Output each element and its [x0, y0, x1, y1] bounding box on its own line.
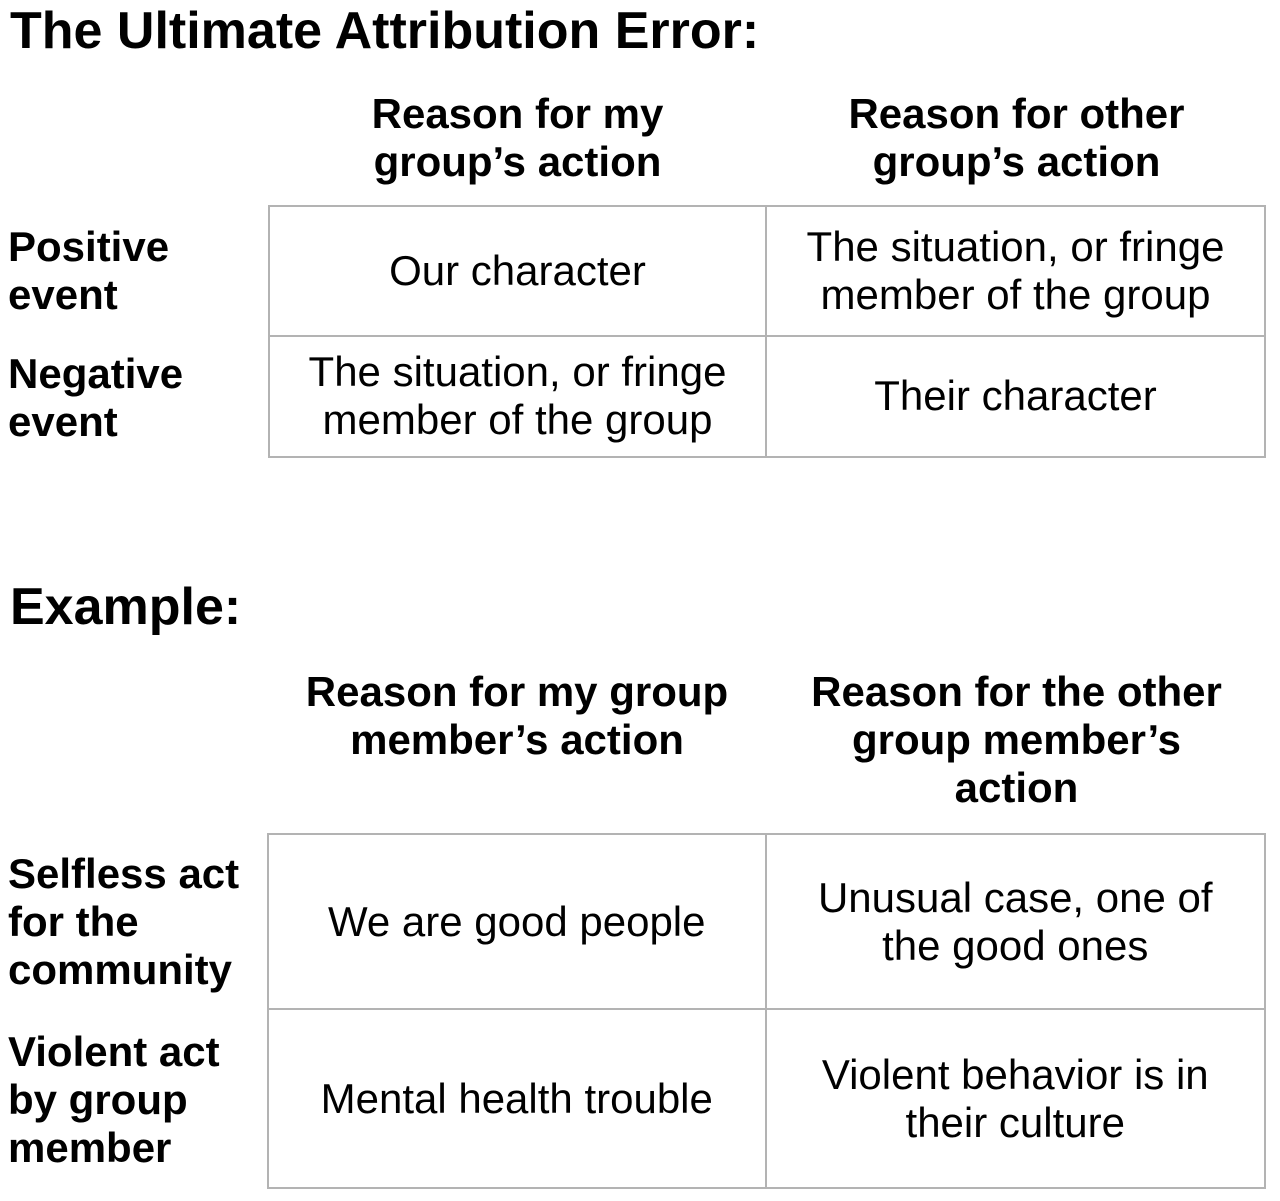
- table2-row-header-selfless-act: Selfless act for the community: [8, 849, 240, 993]
- table1-col-header-other-group: Reason for other group’s action: [848, 90, 1185, 185]
- main-title: The Ultimate Attribution Error:: [10, 2, 760, 60]
- table1-row-header-positive-event: Positive event: [8, 223, 170, 318]
- table1-row-header-negative-event: Negative event: [8, 349, 184, 445]
- table2: We are good people Unusual case, one of …: [267, 833, 1266, 1189]
- table1-cell-positive-other-group: The situation, or fringe member of the g…: [767, 207, 1264, 337]
- table1-cell-negative-my-group: The situation, or fringe member of the g…: [270, 336, 767, 456]
- table2-cell-violent-other-group: Violent behavior is in their culture: [821, 1050, 1209, 1146]
- table1-col-header-my-group: Reason for my group’s action: [371, 90, 664, 185]
- table1-cell-negative-other-group: Their character: [874, 372, 1157, 420]
- table2-col-header-other-group-member: Reason for the other group member’s acti…: [811, 668, 1222, 811]
- table2-cell-violent-my-group: Mental health trouble: [269, 1010, 767, 1187]
- table1: Our character The situation, or fringe m…: [268, 205, 1266, 458]
- table2-cell-selfless-my-group: We are good people: [269, 835, 767, 1010]
- table2-col-header-my-group-member: Reason for my group member’s action: [305, 668, 729, 763]
- table2-row-header-violent-act: Violent act by group member: [8, 1027, 220, 1171]
- table2-column-headers: Reason for my group member’s action Reas…: [267, 668, 1266, 812]
- table1-column-headers: Reason for my group’s action Reason for …: [268, 90, 1266, 186]
- table1-cell-positive-my-group: Our character: [270, 207, 767, 337]
- example-title: Example:: [10, 578, 242, 636]
- table2-cell-selfless-other-group: Unusual case, one of the good ones: [766, 835, 1264, 1010]
